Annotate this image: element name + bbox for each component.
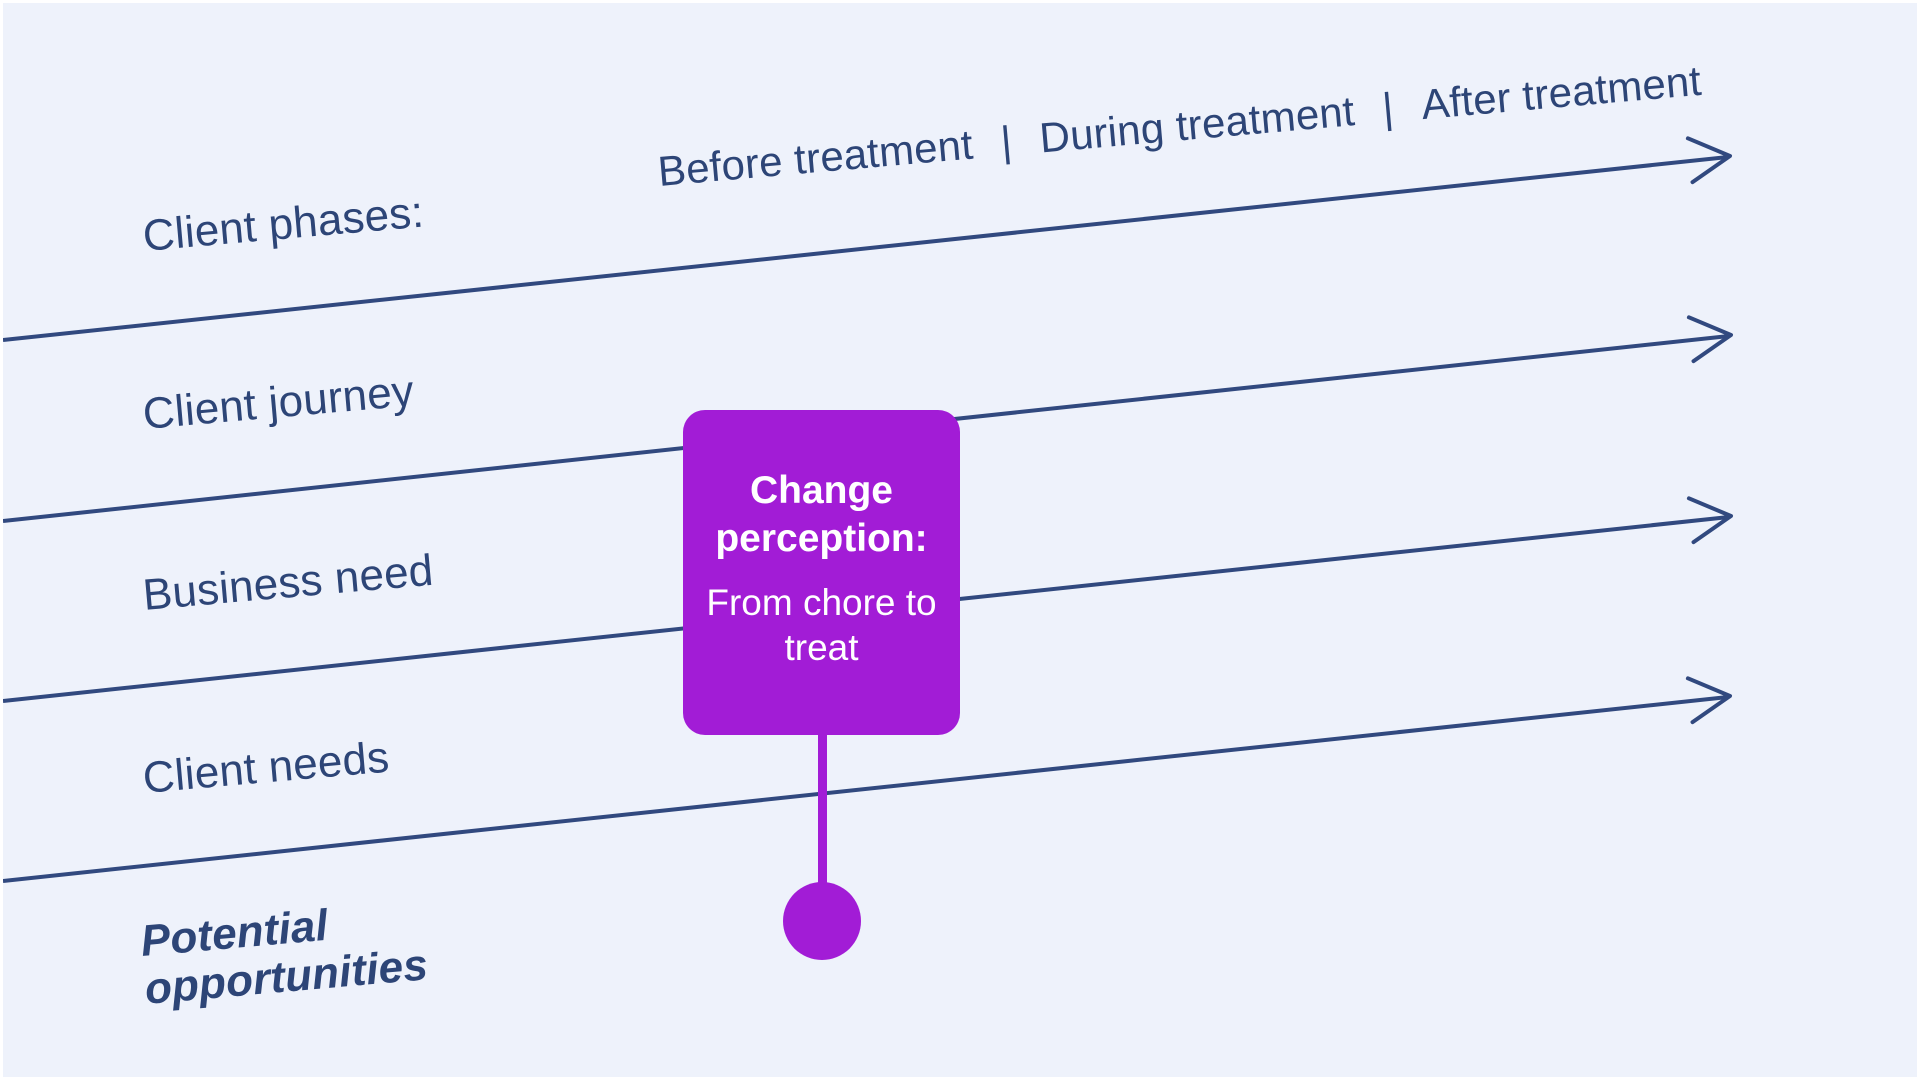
card-title: Change perception: (715, 468, 928, 561)
phase-separator: | (1380, 83, 1396, 132)
arrow-shaft (3, 155, 1729, 342)
annotation-connector-dot (783, 882, 861, 960)
annotation-connector-line (818, 731, 827, 891)
arrowhead-icon (1686, 315, 1733, 364)
arrowhead-icon (1686, 496, 1733, 545)
arrow-shaft (3, 695, 1729, 883)
change-perception-card: Change perception: From chore to treat (683, 410, 960, 735)
phase-separator: | (998, 117, 1014, 165)
arrow-client-phases (3, 136, 1732, 342)
arrowhead-icon (1685, 136, 1732, 185)
card-body: From chore to treat (706, 582, 937, 668)
arrow-client-needs (3, 676, 1732, 883)
arrowhead-icon (1685, 676, 1732, 725)
